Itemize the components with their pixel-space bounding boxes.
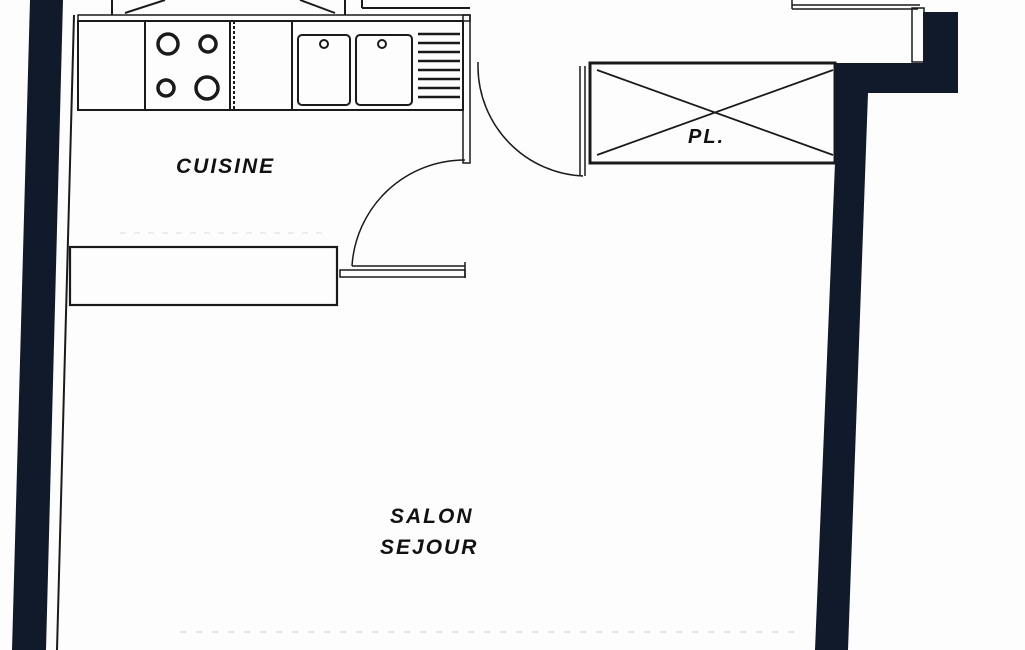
top-right-window (791, 0, 925, 63)
room-label-sejour: SEJOUR (380, 536, 479, 559)
kitchen-right-partition (462, 14, 471, 164)
room-label-cuisine: CUISINE (176, 155, 276, 178)
room-label-closet: PL. (688, 126, 726, 148)
stove-burners (156, 32, 220, 101)
entry-door-swing (477, 62, 586, 177)
double-sink (297, 34, 413, 106)
right-exterior-wall (815, 12, 958, 650)
sink-drainboard (418, 32, 460, 99)
kitchen-bar-counter (68, 245, 339, 307)
left-inner-wall-line (56, 14, 75, 650)
top-cut-off-fixture (111, 0, 470, 15)
kitchen-door-swing (339, 159, 466, 278)
left-exterior-wall (12, 0, 63, 650)
closet-pl (588, 61, 837, 165)
room-label-salon: SALON (390, 505, 474, 528)
